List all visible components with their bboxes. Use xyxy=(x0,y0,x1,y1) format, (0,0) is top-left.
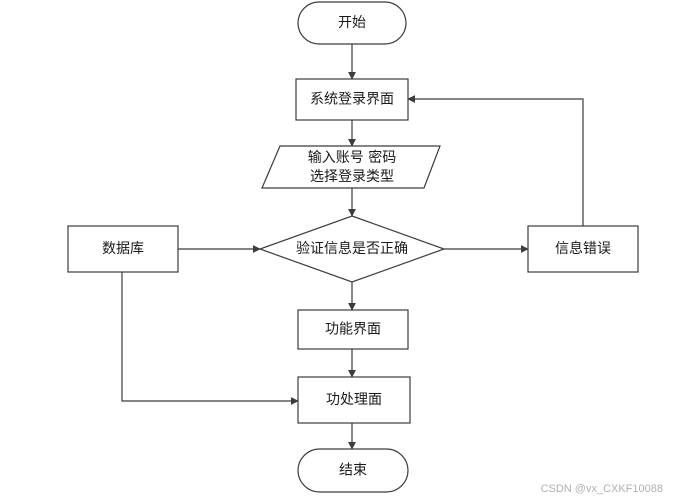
node-login-screen: 系统登录界面 xyxy=(295,78,409,121)
node-processing-screen-label: 功处理面 xyxy=(326,392,382,408)
node-function-screen-label: 功能界面 xyxy=(325,322,381,338)
node-verify: 验证信息是否正确 xyxy=(258,215,446,283)
edge-database-to-processing xyxy=(121,272,299,405)
watermark-text: CSDN @vx_CXKF10088 xyxy=(541,483,663,495)
edge-error-to-login xyxy=(407,95,584,226)
node-function-screen: 功能界面 xyxy=(297,309,409,350)
node-end-label: 结束 xyxy=(339,463,367,479)
node-input-line1: 输入账号 密码 xyxy=(308,149,396,166)
node-start: 开始 xyxy=(297,1,407,45)
node-info-error-label: 信息错误 xyxy=(555,240,611,257)
node-database: 数据库 xyxy=(67,225,179,273)
node-end: 结束 xyxy=(297,448,409,493)
node-input: 输入账号 密码 选择登录类型 xyxy=(261,145,441,189)
node-login-screen-label: 系统登录界面 xyxy=(310,92,394,108)
edges xyxy=(121,44,584,450)
node-processing-screen: 功处理面 xyxy=(297,376,411,424)
node-database-label: 数据库 xyxy=(102,241,144,257)
node-verify-label: 验证信息是否正确 xyxy=(296,240,408,257)
node-info-error: 信息错误 xyxy=(527,225,639,273)
node-start-label: 开始 xyxy=(338,15,366,31)
node-input-line2: 选择登录类型 xyxy=(310,169,394,185)
